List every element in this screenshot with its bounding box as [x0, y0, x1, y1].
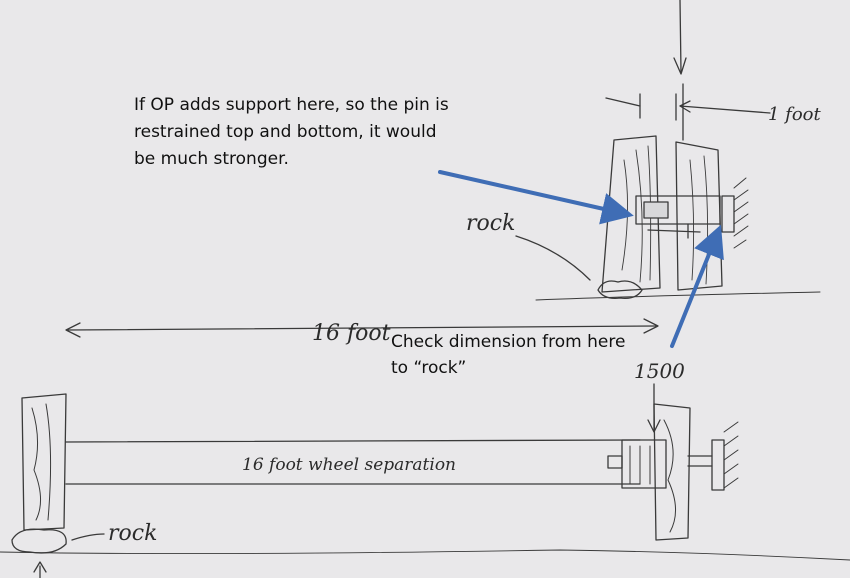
support-note-line-1: If OP adds support here, so the pin is	[134, 95, 449, 115]
support-callout-arrow	[438, 170, 634, 225]
top-axle-housing	[635, 195, 721, 225]
support-note: If OP adds support here, so the pin is r…	[134, 92, 449, 173]
wheel-grain-bottom-right	[663, 419, 676, 533]
label-sixteen-foot: 16 foot	[312, 321, 391, 346]
wheel-grain-right	[689, 155, 709, 285]
top-support-hatch	[733, 177, 749, 249]
label-rock-bottom: rock	[108, 521, 157, 546]
sixteen-foot-arrow-line	[67, 325, 657, 331]
bottom-pin-shaft	[687, 455, 713, 467]
top-pin-block	[643, 201, 669, 219]
dim-arrow-right	[679, 105, 771, 114]
top-ground-line	[535, 291, 821, 301]
bottom-support	[711, 439, 725, 491]
sixteen-foot-arrowhead-right	[643, 318, 659, 334]
label-one-foot: 1 foot	[768, 104, 822, 125]
bottom-rock-leader	[71, 533, 105, 541]
bottom-support-hatch	[723, 421, 739, 489]
dimension-note-line-1: Check dimension from here	[391, 332, 626, 352]
dimension-note-line-2: to “rock”	[391, 358, 467, 378]
dimension-note: Check dimension from here to “rock”	[391, 329, 625, 381]
label-wheel-separation: 16 foot wheel separation	[242, 455, 456, 475]
bottom-axle-lines	[629, 445, 651, 485]
sixteen-foot-arrowhead-left	[65, 322, 81, 338]
support-note-line-3: be much stronger.	[134, 149, 289, 169]
load-arrowhead	[673, 57, 687, 75]
top-rock	[597, 280, 643, 299]
load-arrow-line	[679, 0, 682, 73]
bottom-ground-line	[0, 549, 850, 561]
label-1500: 1500	[634, 359, 685, 383]
bottom-wheel-right	[653, 403, 691, 541]
bottom-up-arrow	[33, 561, 47, 578]
top-wheel-right	[675, 141, 723, 291]
bottom-wheel-left	[21, 393, 67, 531]
separation-beam	[65, 439, 641, 485]
dim-arrow-left	[605, 97, 641, 107]
rock-leader-line	[515, 235, 591, 281]
top-pin-lower	[647, 223, 701, 239]
dimension-callout-arrow	[670, 224, 724, 348]
bottom-pin	[607, 455, 623, 469]
dim-arrowhead	[679, 100, 691, 113]
wheel-grain-bottom-left	[31, 403, 52, 521]
bottom-rock	[11, 528, 67, 554]
top-support	[721, 195, 735, 233]
support-note-line-2: restrained top and bottom, it would	[134, 122, 437, 142]
label-rock-top: rock	[466, 211, 515, 236]
top-wheel-left	[601, 135, 661, 293]
